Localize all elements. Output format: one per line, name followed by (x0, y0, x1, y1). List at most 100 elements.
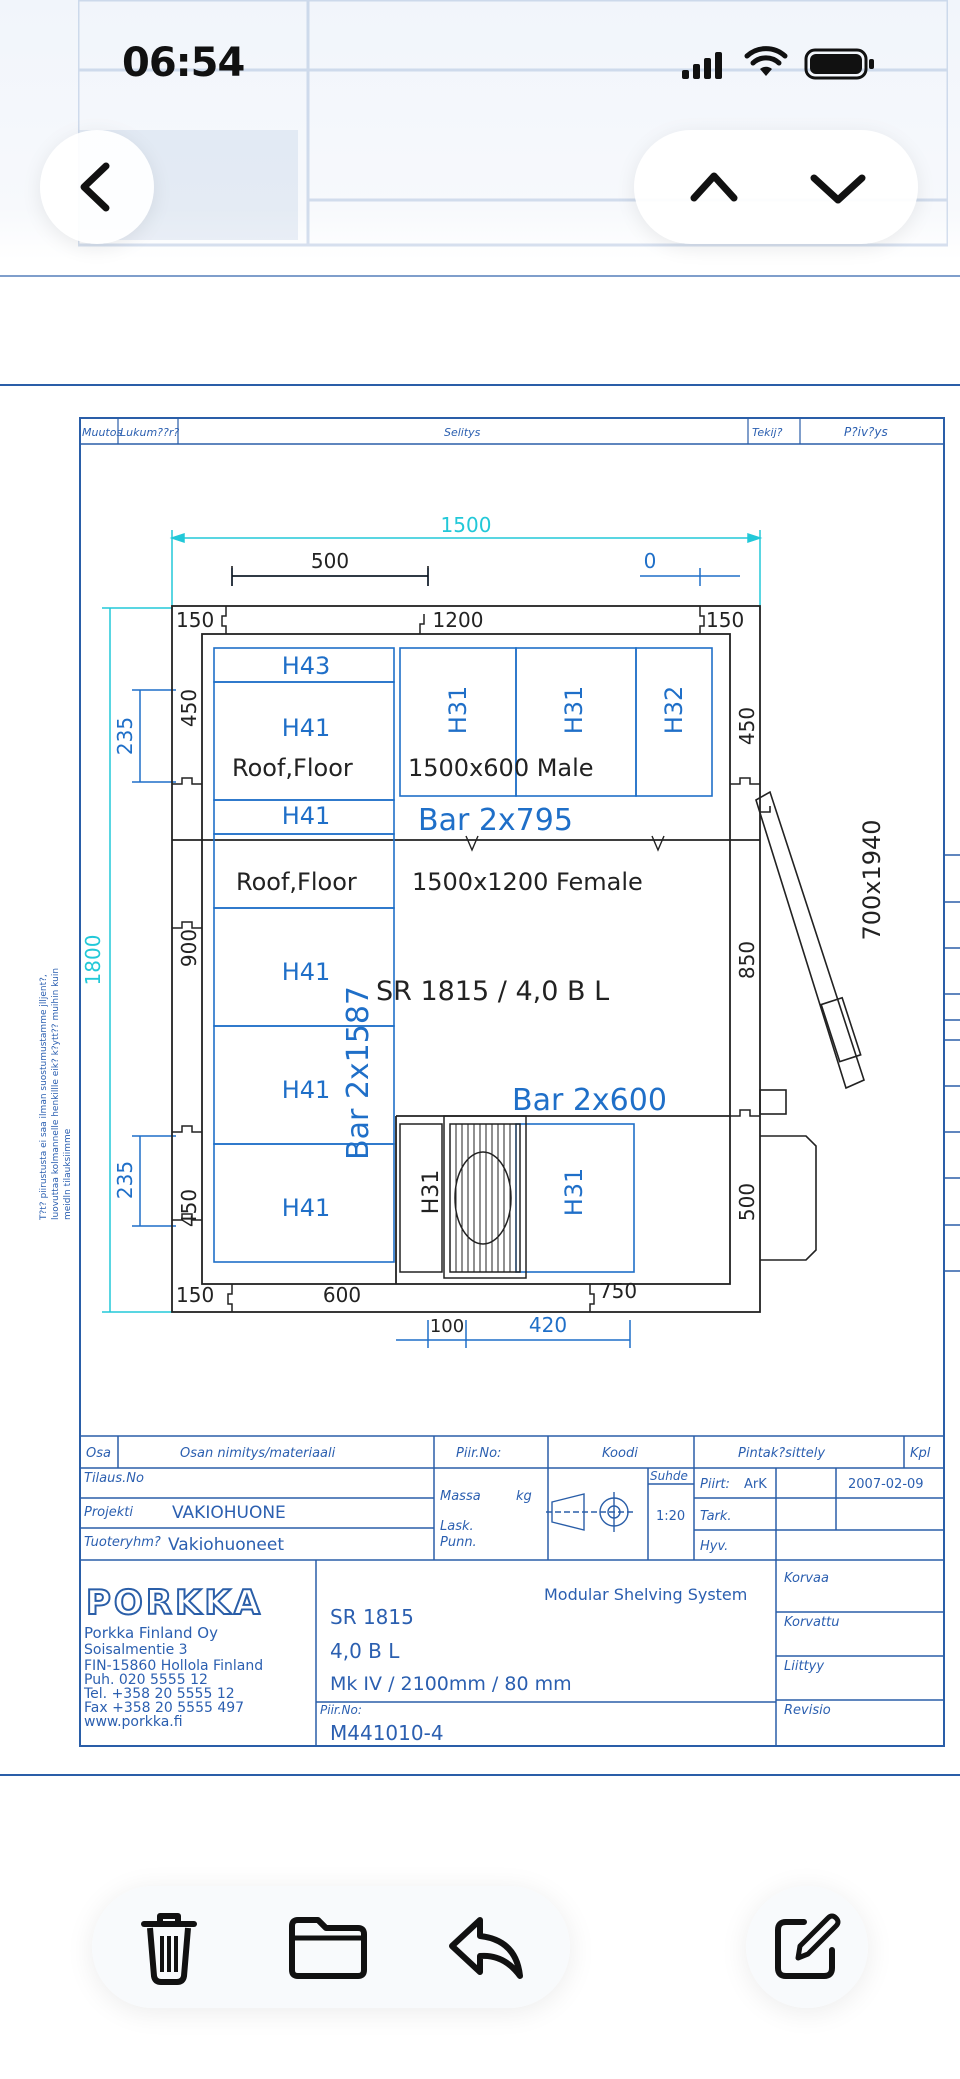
dim-bot-420: 420 (529, 1313, 567, 1337)
compose-button[interactable] (746, 1886, 868, 2008)
tb-hyv: Hyv. (700, 1539, 728, 1554)
label-h32: H32 (660, 686, 688, 735)
label-center-model: SR 1815 / 4,0 B L (376, 976, 609, 1007)
tb-product-2: 4,0 B L (330, 1639, 400, 1663)
tb-tuoteryhma: Vakiohuoneet (168, 1535, 284, 1555)
label-h31-4: H31 (560, 1168, 588, 1217)
tb-product-1: SR 1815 (330, 1605, 414, 1629)
move-to-folder-button[interactable] (272, 1886, 382, 2008)
tb-massa: Massa (440, 1489, 481, 1504)
wifi-icon (744, 46, 788, 76)
tb-osan-nimitys: Osan nimitys/materiaali (180, 1446, 336, 1461)
tb-tuoteryhma-label: Tuoteryhm? (84, 1535, 161, 1550)
dim-bot-750: 750 (599, 1279, 637, 1303)
tb-kg: kg (516, 1489, 532, 1504)
tb-lask: Lask. (440, 1519, 474, 1534)
label-bar-600: Bar 2x600 (512, 1083, 667, 1118)
folder-icon (289, 1917, 367, 1979)
projection-symbol (546, 1492, 636, 1532)
compose-icon (775, 1913, 841, 1979)
door-swing (755, 790, 865, 1261)
tb-tilaus-no: Tilaus.No (84, 1471, 144, 1486)
tb-scale: 1:20 (656, 1509, 685, 1524)
tb-system: Modular Shelving System (544, 1585, 747, 1604)
battery-icon (804, 48, 874, 80)
bottom-toolbar (92, 1886, 570, 2008)
tb-pintakasittely: Pintak?sittely (738, 1446, 825, 1461)
company-line-2: Soisalmentie 3 (84, 1642, 188, 1658)
trash-icon (141, 1913, 197, 1985)
dim-right-gap: 0 (644, 549, 657, 573)
dim-left-gap: 500 (311, 549, 349, 573)
bench-unit (399, 1115, 527, 1279)
tb-osa: Osa (86, 1446, 111, 1461)
header-selitys: Selitys (444, 426, 481, 439)
dim-left-900: 900 (177, 929, 201, 967)
company-line-5: Tel. +358 20 5555 12 (83, 1686, 235, 1702)
tb-tark: Tark. (700, 1509, 732, 1524)
label-female: 1500x1200 Female (412, 868, 643, 896)
label-h31-2: H31 (560, 686, 588, 735)
reply-button[interactable] (430, 1886, 540, 2008)
tb-product-3: Mk IV / 2100mm / 80 mm (330, 1673, 572, 1695)
dim-right-450: 450 (735, 707, 759, 745)
label-bar-795: Bar 2x795 (418, 803, 573, 838)
header-paivays: P?iv?ys (844, 425, 888, 439)
label-bar-1587: Bar 2x1587 (341, 986, 376, 1160)
next-button[interactable] (788, 130, 888, 244)
technical-drawing: Muutos Lukum??r? Selitys Tekij? P?iv?ys … (0, 384, 960, 1776)
chevron-down-icon (810, 174, 866, 204)
dim-top-mid: 1200 (433, 608, 484, 632)
chevron-up-icon (690, 172, 738, 202)
tb-drawing-no: M441010-4 (330, 1721, 444, 1745)
label-h41-5: H41 (282, 1194, 331, 1222)
status-time: 06:54 (122, 40, 245, 86)
tb-suhde: Suhde (650, 1469, 688, 1483)
tb-date: 2007-02-09 (848, 1477, 924, 1492)
header-tekija: Tekij? (752, 426, 783, 439)
side-note-1: T?t? piirustusta ei saa ilman suostumust… (39, 974, 49, 1221)
back-arrow-icon (80, 162, 110, 212)
company-line-6: Fax +358 20 5555 497 (84, 1700, 244, 1716)
tb-piirt: Piirt: (700, 1477, 730, 1492)
signal-icon (682, 52, 722, 79)
label-h41-2: H41 (282, 802, 331, 830)
label-roof-floor-1: Roof,Floor (232, 754, 353, 782)
company-line-3: FIN-15860 Hollola Finland (84, 1658, 263, 1674)
drawing-frame (79, 417, 945, 1747)
tb-korvaa: Korvaa (784, 1571, 829, 1586)
tb-piir-no-label: Piir.No: (320, 1703, 362, 1717)
tb-korvattu: Korvattu (784, 1615, 839, 1630)
label-h31-3: H31 (419, 1170, 444, 1215)
reply-icon (449, 1917, 523, 1979)
label-h41-3: H41 (282, 958, 331, 986)
delete-button[interactable] (114, 1886, 224, 2008)
dim-left-450a: 450 (177, 689, 201, 727)
tb-projekti-label: Projekti (84, 1505, 133, 1520)
tb-kpl: Kpl (910, 1446, 931, 1461)
label-h31-1: H31 (444, 686, 472, 735)
dim-left-235a: 235 (113, 717, 137, 755)
tb-revisio: Revisio (784, 1703, 831, 1718)
tb-piir-no-header: Piir.No: (456, 1446, 501, 1461)
dim-total-width: 1500 (441, 513, 492, 537)
label-male: 1500x600 Male (408, 754, 594, 782)
dim-top-right: 150 (706, 608, 744, 632)
tb-ark: ArK (744, 1477, 767, 1492)
company-line-7: www.porkka.fi (84, 1714, 183, 1730)
dim-left-1800: 1800 (81, 935, 105, 986)
previous-button[interactable] (664, 130, 764, 244)
dim-top-left: 150 (176, 608, 214, 632)
company-logo: PORKKA (86, 1583, 263, 1623)
tb-koodi: Koodi (602, 1446, 638, 1461)
back-button[interactable] (40, 130, 154, 244)
status-bar: 06:54 (0, 0, 960, 130)
label-h41-1: H41 (282, 714, 331, 742)
dim-door: 700x1940 (858, 819, 886, 940)
company-line-1: Porkka Finland Oy (84, 1624, 218, 1642)
tb-punn: Punn. (440, 1535, 477, 1550)
side-note-2: luovuttaa kolmannelle henkillle eik? k?y… (51, 968, 61, 1220)
label-h43: H43 (282, 652, 331, 680)
title-block-lines (80, 1435, 944, 1746)
dim-bot-100: 100 (430, 1316, 464, 1337)
